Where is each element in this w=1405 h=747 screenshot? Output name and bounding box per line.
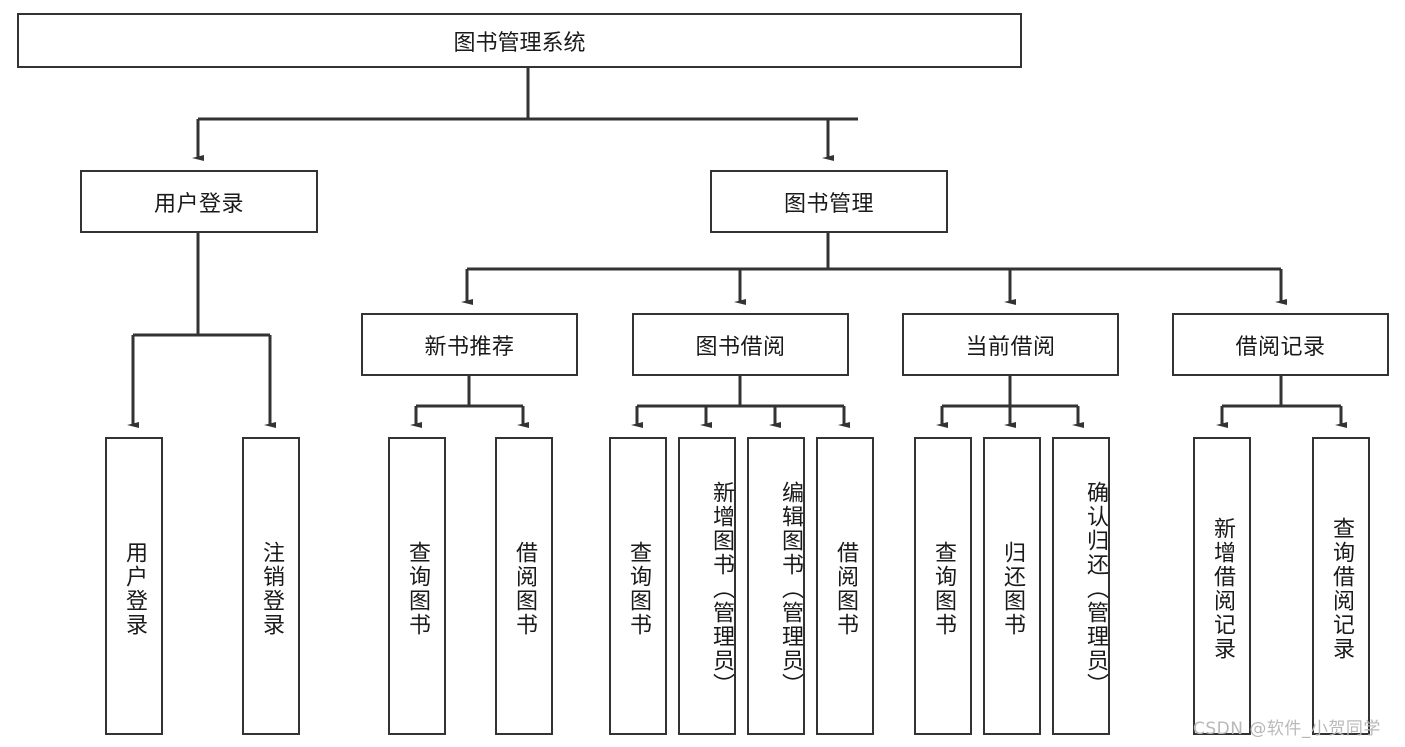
node-label: 确认归还（管理员） [1083, 481, 1108, 697]
leaf-query-book-recommend[interactable]: 查询图书 [388, 437, 446, 735]
node-label: 借阅图书 [832, 541, 858, 637]
leaf-borrow-book-recommend[interactable]: 借阅图书 [495, 437, 553, 735]
node-current-borrowing[interactable]: 当前借阅 [902, 313, 1119, 376]
node-label: 图书管理 [783, 191, 874, 217]
node-user-login[interactable]: 用户登录 [80, 170, 318, 233]
leaf-return-book[interactable]: 归还图书 [983, 437, 1041, 735]
node-book-borrowing[interactable]: 图书借阅 [632, 313, 849, 376]
leaf-query-book-borrow[interactable]: 查询图书 [609, 437, 667, 735]
node-borrowing-records[interactable]: 借阅记录 [1172, 313, 1389, 376]
node-label: 用户登录 [121, 541, 147, 637]
node-label: 编辑图书（管理员） [778, 481, 803, 697]
leaf-add-borrow-record[interactable]: 新增借阅记录 [1193, 437, 1251, 735]
node-label: 新增图书（管理员） [709, 481, 734, 697]
node-label: 查询图书 [625, 541, 651, 637]
leaf-query-borrow-record[interactable]: 查询借阅记录 [1312, 437, 1370, 735]
node-label: 新书推荐 [424, 334, 515, 360]
node-label: 新增借阅记录 [1209, 517, 1235, 661]
leaf-add-book-admin[interactable]: 新增图书（管理员） [678, 437, 736, 735]
node-label: 当前借阅 [965, 334, 1056, 360]
leaf-logout[interactable]: 注销登录 [242, 437, 300, 735]
leaf-user-login[interactable]: 用户登录 [105, 437, 163, 735]
node-label: 查询借阅记录 [1328, 517, 1354, 661]
node-label: 注销登录 [258, 541, 284, 637]
node-label: 借阅图书 [511, 541, 537, 637]
node-label: 归还图书 [999, 541, 1025, 637]
node-label: 图书管理系统 [453, 30, 586, 56]
leaf-edit-book-admin[interactable]: 编辑图书（管理员） [747, 437, 805, 735]
leaf-query-book-current[interactable]: 查询图书 [914, 437, 972, 735]
node-book-management[interactable]: 图书管理 [710, 170, 948, 233]
leaf-borrow-book[interactable]: 借阅图书 [816, 437, 874, 735]
node-new-book-recommendation[interactable]: 新书推荐 [361, 313, 578, 376]
node-root-book-management-system[interactable]: 图书管理系统 [17, 13, 1022, 68]
node-label: 查询图书 [404, 541, 430, 637]
node-label: 用户登录 [153, 191, 244, 217]
node-label: 借阅记录 [1235, 334, 1326, 360]
node-label: 图书借阅 [695, 334, 786, 360]
node-label: 查询图书 [930, 541, 956, 637]
csdn-watermark: CSDN @软件_小贺同学 [1193, 719, 1381, 739]
leaf-confirm-return-admin[interactable]: 确认归还（管理员） [1052, 437, 1110, 735]
